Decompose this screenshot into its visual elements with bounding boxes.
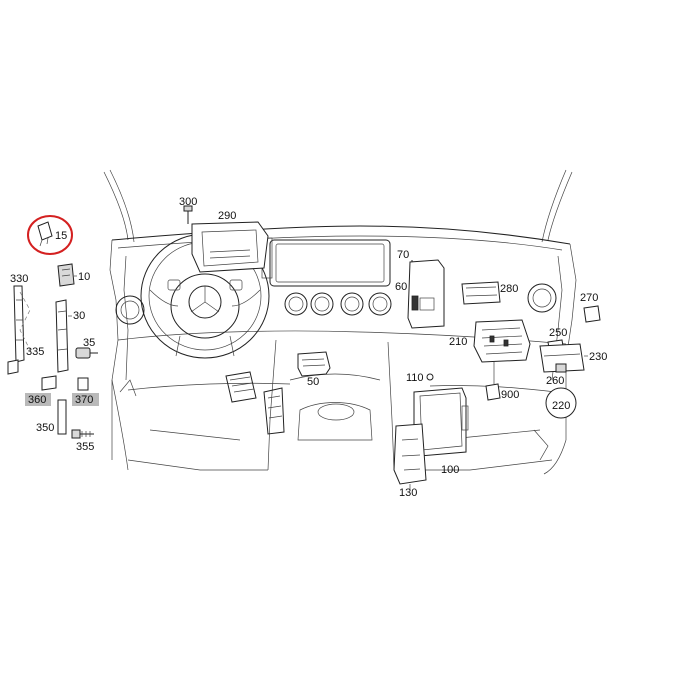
callout-290: 290 bbox=[218, 210, 236, 222]
part-220: 220 bbox=[545, 387, 577, 419]
callout-355: 355 bbox=[76, 441, 94, 453]
part-300: 300 bbox=[179, 196, 197, 224]
relay-icon bbox=[37, 221, 53, 241]
part-360: 360 bbox=[25, 375, 57, 406]
part-50: 50 bbox=[297, 351, 331, 388]
callout-130: 130 bbox=[399, 487, 417, 499]
callout-900: 900 bbox=[501, 389, 519, 401]
part-270: 270 bbox=[580, 292, 601, 323]
part-210: 210 bbox=[449, 319, 531, 363]
callout-260: 260 bbox=[546, 375, 564, 387]
part-130: 130 bbox=[393, 423, 427, 499]
callout-300: 300 bbox=[179, 196, 197, 208]
callout-35: 35 bbox=[83, 337, 95, 349]
callout-50: 50 bbox=[307, 376, 319, 388]
part-350: 350 bbox=[36, 399, 67, 435]
callout-270: 270 bbox=[580, 292, 598, 304]
part-100: 100 bbox=[413, 387, 469, 476]
label-box-360 bbox=[25, 393, 51, 406]
label-box-370 bbox=[72, 393, 99, 406]
callout-230: 230 bbox=[589, 351, 607, 363]
callout-15: 15 bbox=[55, 230, 67, 242]
part-355: 355 bbox=[71, 429, 94, 453]
callout-100: 100 bbox=[441, 464, 459, 476]
callout-370: 370 bbox=[75, 394, 93, 406]
part-900: 900 bbox=[485, 362, 519, 401]
display-screen bbox=[261, 237, 391, 287]
part-230: 230 bbox=[539, 343, 607, 373]
part-280: 280 bbox=[461, 281, 518, 305]
callout-30: 30 bbox=[73, 310, 85, 322]
callout-350: 350 bbox=[36, 422, 54, 434]
callout-335: 335 bbox=[26, 346, 44, 358]
callout-250: 250 bbox=[549, 327, 567, 339]
part-10: 10 bbox=[57, 263, 90, 287]
part-370: 370 bbox=[72, 377, 99, 406]
callout-330: 330 bbox=[10, 273, 28, 285]
part-15-highlight: 15 bbox=[27, 215, 73, 255]
callout-70: 70 bbox=[397, 249, 409, 261]
callout-220: 220 bbox=[552, 400, 570, 412]
red-highlight-circle bbox=[27, 215, 73, 255]
callout-360: 360 bbox=[28, 394, 46, 406]
part-260: 260 bbox=[546, 363, 567, 387]
callout-10: 10 bbox=[78, 271, 90, 283]
part-30: 30 bbox=[55, 299, 85, 373]
pedals bbox=[225, 371, 285, 435]
callout-210: 210 bbox=[449, 336, 467, 348]
part-110: 110 bbox=[406, 372, 434, 384]
air-vents bbox=[115, 283, 557, 325]
callout-110: 110 bbox=[406, 372, 424, 384]
callout-60: 60 bbox=[395, 281, 407, 293]
part-330: 330 bbox=[7, 273, 31, 375]
part-335: 335 bbox=[26, 346, 44, 358]
callout-280: 280 bbox=[500, 283, 518, 295]
part-290: 290 bbox=[191, 210, 269, 273]
part-35: 35 bbox=[75, 337, 98, 359]
part-60: 60 bbox=[395, 259, 445, 329]
